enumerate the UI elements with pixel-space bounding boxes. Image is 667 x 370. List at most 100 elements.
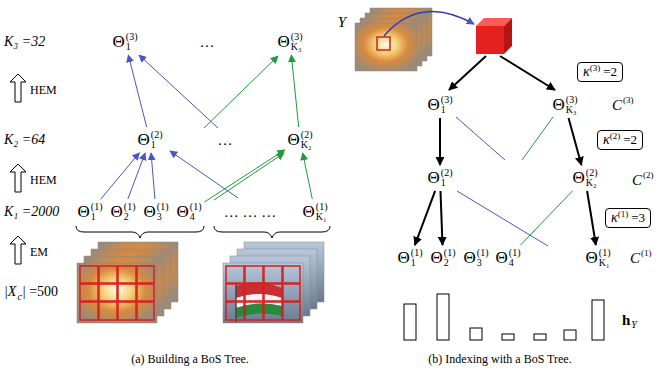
- label: C: [630, 250, 640, 267]
- tree-connector: [587, 191, 596, 245]
- subscript: 1: [91, 212, 103, 222]
- cluster-node: Θ(1)4: [175, 200, 204, 224]
- cluster-node: Θ(3)K₃: [551, 93, 580, 117]
- label: Y: [631, 319, 637, 331]
- tree-connector: [151, 153, 155, 199]
- cluster-node: Θ(2)K₂: [571, 166, 600, 190]
- tree-connector: [204, 150, 284, 202]
- label: (3): [623, 95, 634, 106]
- subscript: 1: [441, 178, 453, 188]
- value: =2: [623, 132, 637, 148]
- symbol: κ: [603, 132, 610, 148]
- subscript: 3: [157, 212, 169, 222]
- cluster-node: Θ(3)K₃: [276, 30, 305, 54]
- subscript: 1: [441, 105, 453, 115]
- symbol: Θ: [111, 203, 123, 221]
- label: c: [17, 291, 21, 303]
- subscript: K₃: [566, 105, 578, 115]
- subscript: 1: [126, 42, 138, 52]
- index-stack: (1)1: [411, 248, 423, 268]
- superscript: (1): [509, 248, 521, 258]
- label: K₂ =64: [4, 132, 45, 148]
- em-arrow: [10, 236, 26, 264]
- value: =2: [603, 64, 617, 80]
- tree-connector: [101, 153, 140, 199]
- tree-connector: [415, 191, 435, 245]
- kappa-box: κ(2)=2: [597, 130, 643, 150]
- superscript: (1): [599, 248, 611, 258]
- index-arrow: [449, 56, 486, 90]
- label: (1): [641, 248, 652, 259]
- symbol: Θ: [464, 249, 476, 267]
- index-stack: (2)K₂: [586, 168, 598, 188]
- red-cube: [476, 18, 512, 54]
- index-stack: (3)1: [441, 95, 453, 115]
- index-stack: (3)K₃: [566, 95, 578, 115]
- cluster-line: [139, 55, 218, 128]
- label: K₃ =32: [4, 34, 45, 50]
- symbol: Θ: [398, 249, 410, 267]
- superscript: (1): [444, 248, 456, 258]
- tree-connector: [291, 55, 298, 127]
- superscript: (1): [411, 248, 423, 258]
- superscript: (3): [566, 95, 578, 105]
- label: HEM: [30, 173, 57, 187]
- superscript: (2): [151, 130, 163, 140]
- kappa-box: κ(1)=3: [605, 208, 651, 228]
- brace: [76, 226, 204, 238]
- superscript: (1): [316, 202, 328, 212]
- superscript: (1): [477, 248, 489, 258]
- superscript: (3): [441, 95, 453, 105]
- label: | =500: [23, 284, 58, 300]
- superscript: (1): [157, 202, 169, 212]
- cluster-line: [204, 56, 278, 128]
- video-frames: [223, 242, 324, 323]
- symbol: κ: [583, 64, 590, 80]
- tree-connector: [303, 153, 313, 199]
- superscript: (2): [441, 168, 453, 178]
- index-stack: (1)3: [157, 202, 169, 222]
- symbol: Θ: [496, 249, 508, 267]
- label: (a) Building a BoS Tree.: [131, 352, 249, 366]
- superscript: (1): [618, 210, 629, 219]
- label: (b) Indexing with a BoS Tree.: [428, 352, 571, 366]
- cluster-node: Θ(1)3: [142, 200, 171, 224]
- query-arrow: [384, 12, 474, 37]
- index-stack: (3)K₃: [291, 32, 303, 52]
- label: …: [218, 132, 233, 149]
- label: …: [200, 34, 215, 51]
- superscript: (3): [291, 32, 303, 42]
- label: … … …: [224, 204, 277, 221]
- symbol: Θ: [113, 33, 125, 51]
- tree-connector: [520, 191, 573, 246]
- label: |X: [4, 284, 16, 300]
- index-stack: (2)1: [441, 168, 453, 188]
- index-stack: (1)4: [190, 202, 202, 222]
- cluster-node: Θ(2)K₂: [286, 128, 315, 152]
- cluster-node: Θ(2)1: [426, 166, 455, 190]
- superscript: (1): [91, 202, 103, 212]
- subscript: K₁: [316, 212, 328, 222]
- cluster-line: [214, 153, 284, 200]
- symbol: Θ: [303, 203, 315, 221]
- symbol: Θ: [177, 203, 189, 221]
- symbol: Θ: [431, 249, 443, 267]
- tree-connector: [128, 153, 145, 199]
- index-stack: (1)K₁: [316, 202, 328, 222]
- index-stack: (1)1: [91, 202, 103, 222]
- cluster-node: Θ(1)K₁: [584, 246, 613, 270]
- query-video: [355, 8, 432, 71]
- cluster-node: Θ(1)3: [462, 246, 491, 270]
- value: =3: [631, 210, 645, 226]
- index-stack: (3)1: [126, 32, 138, 52]
- symbol: Θ: [586, 249, 598, 267]
- histogram: [404, 294, 604, 340]
- superscript: (3): [590, 64, 601, 73]
- label: Y: [338, 14, 346, 31]
- index-stack: (2)K₂: [301, 130, 313, 150]
- superscript: (1): [190, 202, 202, 212]
- cluster-node: Θ(1)2: [429, 246, 458, 270]
- symbol: Θ: [573, 169, 585, 187]
